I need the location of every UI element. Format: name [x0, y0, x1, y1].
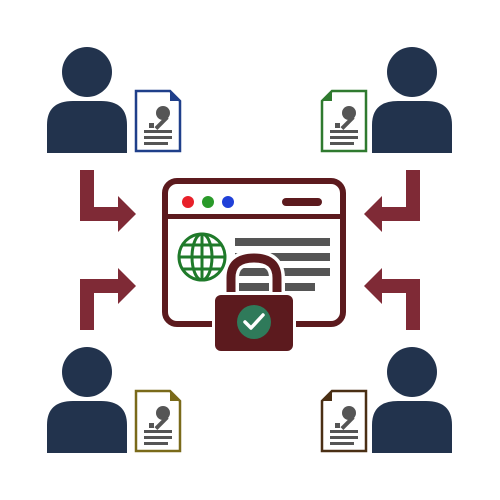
arrow-icon-bottom-right: [364, 268, 420, 330]
arrow-icon-top-right: [364, 170, 420, 232]
user-bottom-right: [372, 347, 452, 453]
user-icon: [372, 347, 452, 453]
window-dot-red: [182, 196, 194, 208]
user-icon: [47, 47, 127, 153]
key-document-icon-blue: [134, 89, 182, 153]
window-dot-blue: [222, 196, 234, 208]
user-icon: [47, 347, 127, 453]
key-document-icon-olive: [134, 389, 182, 453]
window-address-pill: [282, 198, 322, 206]
key-document-icon-brown: [320, 389, 368, 453]
checkmark-icon: [237, 305, 271, 339]
key-icon: [335, 106, 356, 130]
globe-icon: [177, 232, 227, 282]
user-top-right: [372, 47, 452, 153]
key-icon: [149, 106, 170, 130]
window-dot-green: [202, 196, 214, 208]
user-bottom-left: [47, 347, 127, 453]
arrow-icon-bottom-left: [80, 268, 136, 330]
key-document-icon-green: [320, 89, 368, 153]
user-icon: [372, 47, 452, 153]
user-top-left: [47, 47, 127, 153]
key-icon: [149, 406, 170, 430]
key-icon: [335, 406, 356, 430]
padlock-icon: [212, 249, 296, 354]
arrow-icon-top-left: [80, 170, 136, 232]
